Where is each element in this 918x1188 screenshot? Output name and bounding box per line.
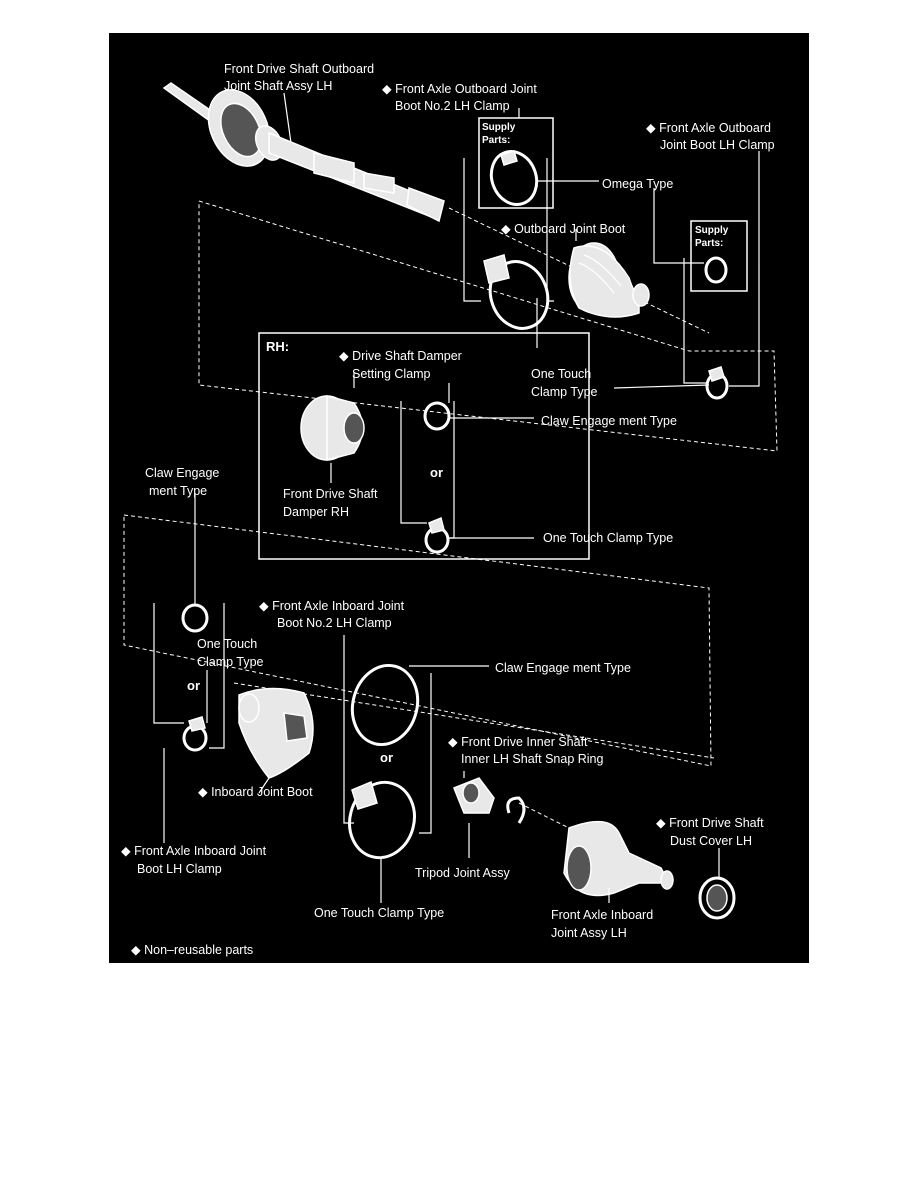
damper-clamp-label-1: ◆ Drive Shaft Damper: [339, 349, 462, 363]
inboard-joint-boot: [238, 687, 314, 779]
diagram-canvas: Front Drive Shaft Outboard Joint Shaft A…: [109, 33, 809, 963]
one-touch-clamp-4-label: One Touch Clamp Type: [314, 906, 444, 920]
supply-parts-1-label-1: Supply: [482, 122, 516, 133]
inboard-joint-assy: [563, 820, 674, 897]
one-touch-clamp-1-label-2: Clamp Type: [531, 385, 598, 399]
one-touch-clamp-3-label-2: Clamp Type: [197, 655, 264, 669]
outboard-no2-clamp-group: [463, 117, 554, 330]
outboard-shaft-label-2: Joint Shaft Assy LH: [224, 79, 332, 93]
outboard-lh-clamp-group: [683, 220, 760, 400]
outboard-joint-shaft: [162, 82, 445, 223]
inboard-no2-clamp-label-2: Boot No.2 LH Clamp: [277, 616, 392, 630]
one-touch-clamp-3-label-1: One Touch: [197, 637, 257, 651]
inboard-joint-label-2: Joint Assy LH: [551, 926, 627, 940]
snap-ring: [506, 796, 526, 824]
dust-cover: [698, 876, 736, 920]
rh-heading: RH:: [266, 339, 289, 354]
diagram-background: [109, 33, 809, 963]
damper-clamp-label-2: Setting Clamp: [352, 367, 431, 381]
or-rh-label: or: [430, 465, 443, 480]
outboard-no2-clamp-label-2: Boot No.2 LH Clamp: [395, 99, 510, 113]
inboard-no2-clamp-group: [343, 635, 432, 860]
one-touch-clamp-1-label-1: One Touch: [531, 367, 591, 381]
claw-type-3-label: Claw Engage ment Type: [495, 661, 631, 675]
supply-parts-2-label-1: Supply: [695, 225, 729, 236]
inboard-no2-clamp-label-1: ◆ Front Axle Inboard Joint: [259, 599, 405, 613]
assembly-guide-lines: [123, 200, 778, 834]
damper-rh-label-1: Front Drive Shaft: [283, 487, 378, 501]
outboard-lh-clamp-label-1: ◆ Front Axle Outboard: [646, 121, 771, 135]
dust-cover-label-1: ◆ Front Drive Shaft: [656, 816, 764, 830]
inboard-lh-clamp-label-1: ◆ Front Axle Inboard Joint: [121, 844, 267, 858]
rh-damper-box: [258, 332, 590, 560]
supply-parts-2-label-2: Parts:: [695, 238, 723, 249]
inboard-lh-clamp-label-2: Boot LH Clamp: [137, 862, 222, 876]
labels: Front Drive Shaft Outboard Joint Shaft A…: [121, 62, 775, 957]
or-left-label: or: [187, 678, 200, 693]
legend-nonreusable: ◆ Non–reusable parts: [131, 943, 253, 957]
tripod-label: Tripod Joint Assy: [415, 866, 510, 880]
damper-rh-label-2: Damper RH: [283, 505, 349, 519]
snap-ring-label-1: ◆ Front Drive Inner Shaft: [448, 735, 588, 749]
outboard-boot-label: ◆ Outboard Joint Boot: [501, 222, 626, 236]
claw-type-2-label-2: ment Type: [149, 484, 207, 498]
inboard-boot-label: ◆ Inboard Joint Boot: [198, 785, 313, 799]
outboard-shaft-label-1: Front Drive Shaft Outboard: [224, 62, 374, 76]
snap-ring-label-2: Inner LH Shaft Snap Ring: [461, 752, 603, 766]
inboard-joint-label-1: Front Axle Inboard: [551, 908, 653, 922]
or-mid-label: or: [380, 750, 393, 765]
leader-lines: [163, 92, 760, 903]
outboard-lh-clamp-label-2: Joint Boot LH Clamp: [660, 138, 775, 152]
tripod-joint: [453, 777, 495, 814]
one-touch-clamp-2-label: One Touch Clamp Type: [543, 531, 673, 545]
outboard-no2-clamp-label-1: ◆ Front Axle Outboard Joint: [382, 82, 537, 96]
claw-type-1-label: Claw Engage ment Type: [541, 414, 677, 428]
exploded-view-diagram: Front Drive Shaft Outboard Joint Shaft A…: [109, 33, 809, 963]
omega-type-label: Omega Type: [602, 177, 673, 191]
dust-cover-label-2: Dust Cover LH: [670, 834, 752, 848]
inboard-lh-clamp-group: [153, 603, 225, 752]
supply-parts-1-label-2: Parts:: [482, 135, 510, 146]
outboard-joint-boot: [568, 242, 650, 318]
claw-type-2-label-1: Claw Engage: [145, 466, 219, 480]
